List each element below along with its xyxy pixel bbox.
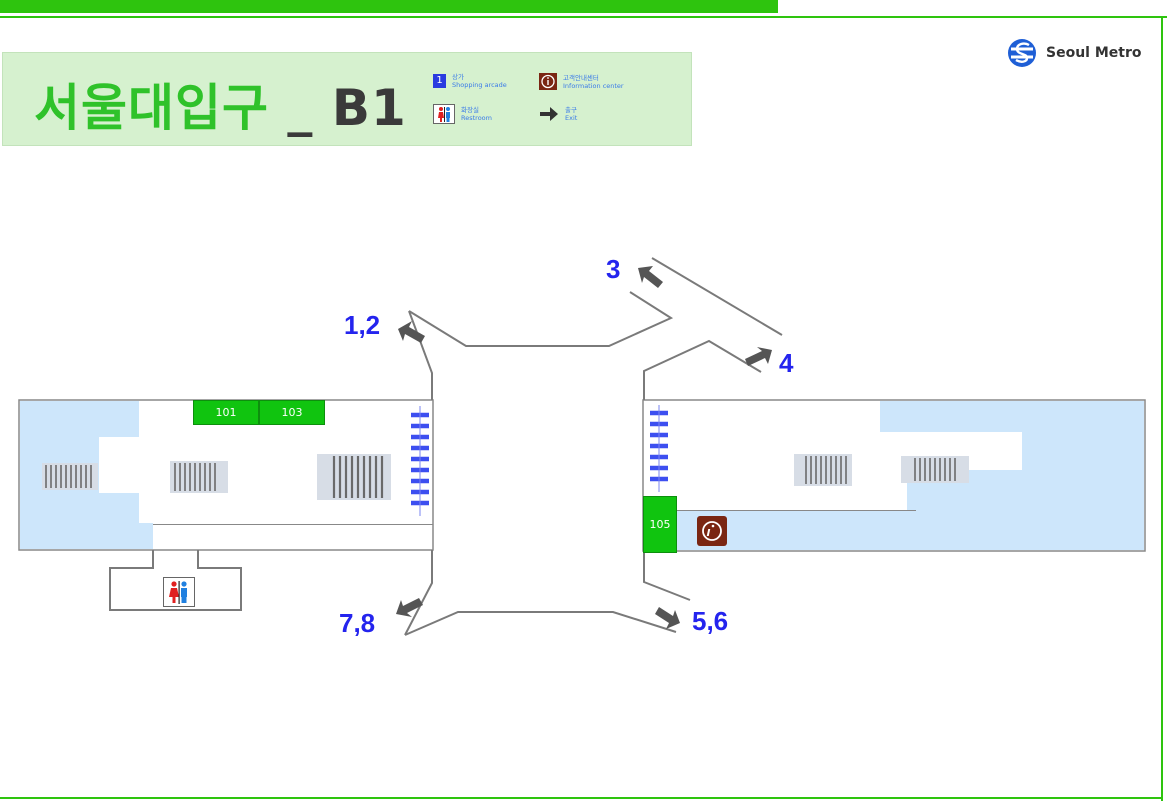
exit-label-5-6[interactable]: 5,6 <box>692 606 729 636</box>
info-center-icon[interactable] <box>697 516 727 546</box>
exit-arrow-icon <box>539 106 559 122</box>
stairs-icon <box>317 454 391 500</box>
legend-exit-en: Exit <box>565 114 578 122</box>
restroom-icon <box>433 104 455 124</box>
legend-restroom-en: Restroom <box>461 114 492 122</box>
escalator-icon <box>170 461 228 493</box>
station-name: 서울대입구 <box>34 79 269 137</box>
shop-101[interactable]: 101 <box>193 400 259 425</box>
escalator-icon <box>901 456 969 483</box>
top-accent-bar <box>0 0 778 13</box>
exit-arrow-icon <box>396 598 423 617</box>
exit-label-3[interactable]: 3 <box>606 254 621 284</box>
frame-border-top <box>0 16 1167 18</box>
floor-level: B1 <box>331 79 407 137</box>
exit-label-4[interactable]: 4 <box>779 348 794 378</box>
exit-arrow-icon <box>655 607 680 629</box>
title-panel <box>2 52 692 146</box>
corridor-outlines <box>109 257 783 636</box>
legend-shop-ko: 상가 <box>452 73 464 81</box>
legend-exit-ko: 출구 <box>565 106 577 114</box>
exit-label-7-8[interactable]: 7,8 <box>339 608 376 638</box>
shop-105[interactable]: 105 <box>643 496 677 553</box>
shop-number-icon: 1 <box>433 74 446 88</box>
escalator-icon <box>42 463 98 490</box>
legend-info-en: Information center <box>563 81 624 90</box>
legend-info-ko: 고객안내센터 <box>563 73 599 82</box>
frame-border-bottom <box>0 797 1163 799</box>
shop-103[interactable]: 103 <box>259 400 325 425</box>
exit-arrow-icon <box>745 347 772 366</box>
exit-arrow-icon <box>638 266 663 288</box>
logo-text: Seoul Metro <box>1046 45 1142 61</box>
frame-border-right <box>1161 16 1163 801</box>
legend-restroom-ko: 화장실 <box>461 106 479 114</box>
info-center-icon <box>539 73 557 90</box>
exit-label-1-2[interactable]: 1,2 <box>344 310 381 340</box>
metro-logo-icon <box>1008 39 1036 67</box>
seoul-metro-logo: Seoul Metro <box>1005 38 1141 68</box>
exit-arrow-icon <box>398 321 425 343</box>
escalator-icon <box>794 454 852 486</box>
legend-shop-en: Shopping arcade <box>452 81 507 89</box>
right-hall <box>642 399 1146 552</box>
title-separator: _ <box>269 79 332 137</box>
restroom-icon[interactable] <box>163 577 195 607</box>
page-title: 서울대입구 _ B1 <box>34 68 407 140</box>
